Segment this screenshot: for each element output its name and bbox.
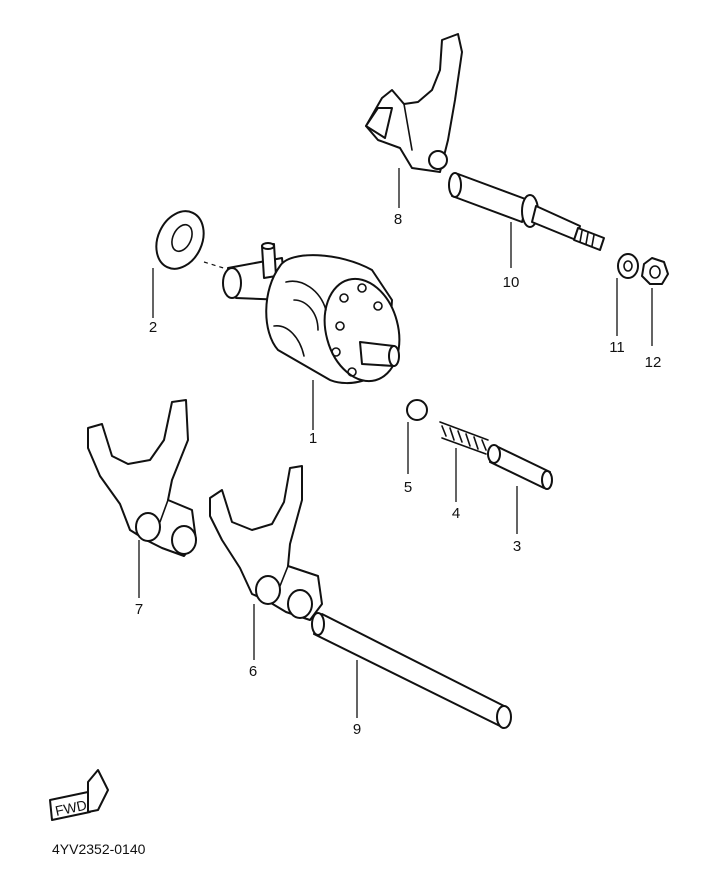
callout-10: 10	[503, 274, 520, 291]
fwd-badge-label: FWD	[54, 797, 89, 819]
part-3-pin	[487, 444, 553, 490]
fwd-direction-badge: FWD	[49, 769, 109, 821]
part-11-lock-washer	[617, 253, 639, 279]
part-8-shift-fork-upper	[365, 33, 463, 173]
part-1-shift-drum	[222, 242, 401, 385]
diagram-code: 4YV2352-0140	[52, 841, 146, 857]
part-9-fork-guide-bar	[311, 612, 512, 729]
callout-4: 4	[452, 505, 460, 522]
part-5-ball	[406, 399, 428, 421]
part-2-washer	[155, 210, 205, 270]
callout-11: 11	[609, 339, 625, 356]
assembly-line-washer	[203, 261, 231, 271]
callout-8: 8	[394, 211, 402, 228]
callout-6: 6	[249, 663, 257, 680]
part-6-shift-fork	[209, 465, 323, 621]
callout-7: 7	[135, 601, 143, 618]
callout-3: 3	[513, 538, 521, 555]
callout-9: 9	[353, 721, 361, 738]
part-10-shift-shaft	[448, 172, 605, 251]
part-12-nut	[641, 257, 669, 285]
callout-1: 1	[309, 430, 317, 447]
part-4-spring	[439, 421, 489, 455]
leader-lines	[138, 168, 653, 718]
callout-5: 5	[404, 479, 412, 496]
part-7-shift-fork	[87, 399, 197, 557]
callout-2: 2	[149, 319, 157, 336]
callout-12: 12	[645, 354, 662, 371]
